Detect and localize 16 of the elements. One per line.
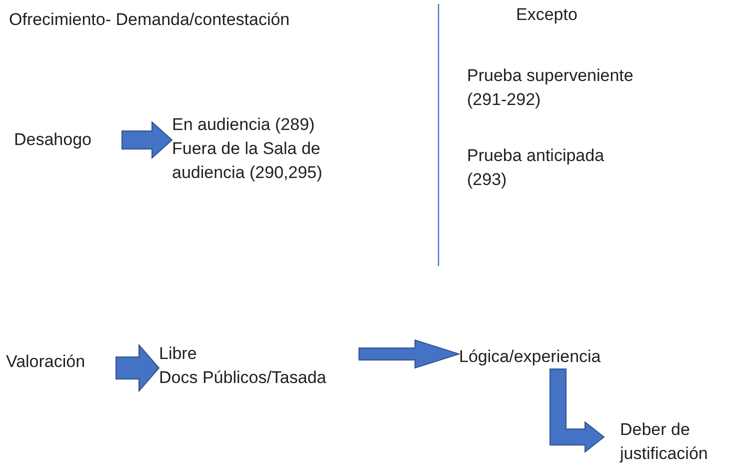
node-text: Desahogo <box>14 129 93 151</box>
node-text: Fuera de la Sala de audiencia (290,295) <box>172 138 324 184</box>
node-text: Deber de justificación <box>620 419 709 465</box>
note-text: Excepto <box>516 4 578 26</box>
node-text: Valoración <box>6 351 86 373</box>
node-text: En audiencia (289) <box>172 114 316 136</box>
block-arrow <box>358 339 461 369</box>
node-text: Lógica/experiencia <box>459 346 602 368</box>
note-text: Prueba anticipada (293) <box>467 145 606 191</box>
block-arrow <box>550 368 605 454</box>
note-text: Prueba superveniente (291-292) <box>467 65 634 111</box>
node-text: Libre <box>159 343 198 365</box>
block-arrow <box>122 120 173 160</box>
heading-text: Ofrecimiento- Demanda/contestación <box>9 9 291 31</box>
node-text: Docs Públicos/Tasada <box>159 367 328 389</box>
block-arrow <box>116 344 160 392</box>
